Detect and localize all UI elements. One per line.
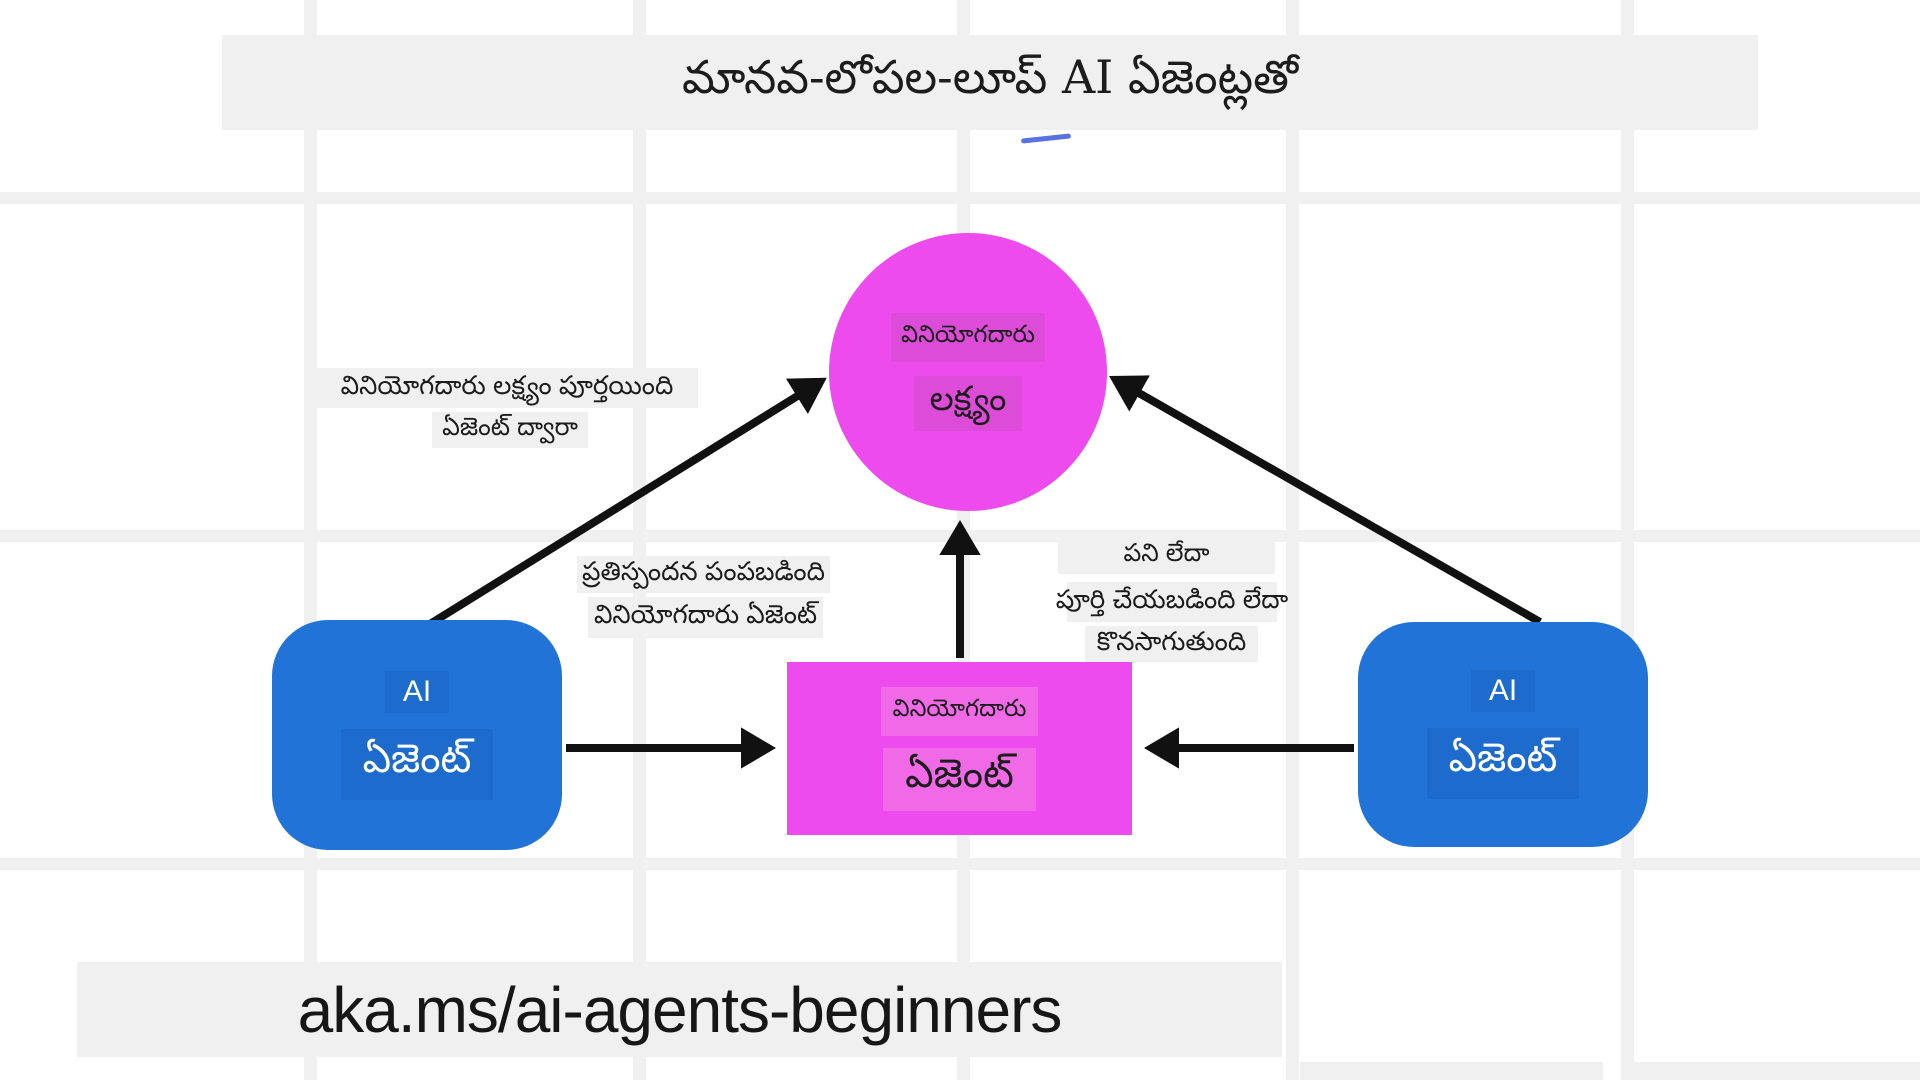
edge-label-task-status-line2: పూర్తి చేయబడింది లేదా [1056, 582, 1288, 622]
ai-agent-left-label-small: AI [384, 670, 450, 713]
grid-hline [0, 858, 1920, 870]
ai-agent-right-label-small: AI [1470, 670, 1536, 712]
ai-agent-left-node: AI ఏజెంట్ [272, 620, 562, 850]
edge-label-response-sent-line1: ప్రతిస్పందన పంపబడింది [577, 556, 830, 593]
ai-agent-right-label-big: ఏజెంట్ [1426, 728, 1580, 799]
edge-label-task-status-line3: కొనసాగుతుంది [1085, 626, 1258, 662]
user-goal-label-big: లక్ష్యం [913, 376, 1023, 431]
user-goal-label-small: వినియోగదారు [891, 313, 1045, 362]
edge-label-task-status-line1: పని లేదా [1058, 539, 1275, 574]
edge-label-goal-met-line2: ఏజెంట్ ద్వారా [432, 412, 588, 448]
diagram-title: మానవ-లోపల-లూప్ AI ఏజెంట్లతో [222, 35, 1758, 130]
grid-hline [0, 192, 1920, 204]
grid-hline [1634, 1062, 1920, 1080]
footer-url-box: aka.ms/ai-agents-beginners [77, 962, 1282, 1057]
user-agent-node: వినియోగదారు ఏజెంట్ [787, 662, 1132, 835]
user-agent-label-big: ఏజెంట్ [883, 747, 1036, 811]
diagram-title-text: మానవ-లోపల-లూప్ AI ఏజెంట్లతో [681, 49, 1299, 104]
edge-label-response-sent-line2: వినియోగదారు ఏజెంట్ [588, 597, 823, 638]
grid-hline [1300, 1062, 1603, 1080]
footer-url-text: aka.ms/ai-agents-beginners [297, 973, 1063, 1046]
edge-label-goal-met-line1: వినియోగదారు లక్ష్యం పూర్తయింది [316, 368, 698, 408]
user-goal-node: వినియోగదారు లక్ష్యం [829, 233, 1107, 511]
ai-agent-left-label-big: ఏజెంట్ [340, 728, 494, 800]
pen-mark-blue [1020, 133, 1072, 144]
grid-hline [0, 530, 1920, 542]
ai-agent-right-node: AI ఏజెంట్ [1358, 622, 1648, 847]
user-agent-label-small: వినియోగదారు [880, 686, 1039, 736]
